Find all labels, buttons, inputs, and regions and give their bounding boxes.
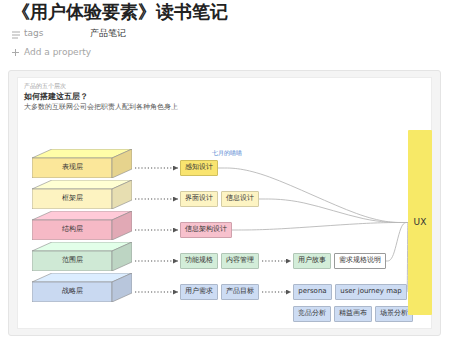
box-label: 信息设计 bbox=[226, 195, 254, 203]
ux-bar: UX bbox=[408, 130, 432, 315]
process-box: 产品目标 bbox=[221, 284, 259, 300]
dotted-arrow bbox=[262, 260, 291, 261]
process-box: 需求规格说明 bbox=[334, 253, 386, 269]
layer-face: 范围层 bbox=[32, 251, 112, 271]
layer-face: 表现层 bbox=[32, 158, 112, 178]
process-box: 用户需求 bbox=[180, 284, 218, 300]
process-box: user journey map bbox=[335, 284, 407, 300]
diagram-heading: 如何搭建这五层？ bbox=[24, 92, 88, 102]
layer-name: 范围层 bbox=[62, 257, 83, 265]
box-label: 用户需求 bbox=[185, 288, 213, 296]
layer-name: 战略层 bbox=[62, 288, 83, 296]
box-label: 竞品分析 bbox=[298, 310, 326, 318]
process-box: 界面设计 bbox=[180, 191, 218, 207]
dotted-arrow bbox=[262, 291, 291, 292]
layer-face: 框架层 bbox=[32, 189, 112, 209]
box-label: 场景分析 bbox=[380, 310, 408, 318]
layer-cuboid: 范围层 bbox=[32, 242, 132, 271]
ux-connector bbox=[232, 223, 408, 231]
process-box: 功能规格 bbox=[180, 253, 218, 269]
list-icon bbox=[12, 32, 20, 38]
layer-face: 战略层 bbox=[32, 282, 112, 302]
dotted-arrow bbox=[135, 167, 178, 168]
property-value: 产品笔记 bbox=[90, 28, 126, 39]
box-label: persona bbox=[298, 288, 326, 296]
box-label: 功能规格 bbox=[185, 257, 213, 265]
box-label: 界面设计 bbox=[185, 195, 213, 203]
box-label: 需求规格说明 bbox=[339, 257, 381, 265]
diagram-caption: 产品的五个层次 bbox=[24, 82, 66, 89]
page-title: 《用户体验要素》读书笔记 bbox=[12, 1, 228, 23]
property-name: tags bbox=[24, 28, 43, 39]
process-box: 竞品分析 bbox=[293, 306, 331, 322]
layer-cuboid: 结构层 bbox=[32, 211, 132, 240]
box-label: 感知设计 bbox=[185, 164, 213, 172]
process-box: persona bbox=[293, 284, 332, 300]
box-label: 内容管理 bbox=[226, 257, 254, 265]
watermark: 七月的喵喵 bbox=[212, 149, 242, 156]
box-label: 信息架构设计 bbox=[185, 226, 227, 234]
process-box: 信息设计 bbox=[221, 191, 259, 207]
layer-cuboid: 表现层 bbox=[32, 149, 132, 178]
process-box: 内容管理 bbox=[221, 253, 259, 269]
ux-connector bbox=[386, 223, 408, 262]
add-property: Add a property bbox=[24, 47, 91, 58]
box-label: user journey map bbox=[340, 288, 402, 296]
dotted-arrow bbox=[135, 260, 178, 261]
ux-label: UX bbox=[414, 218, 427, 228]
layer-name: 结构层 bbox=[62, 226, 83, 234]
layer-name: 框架层 bbox=[62, 195, 83, 203]
process-box: 精益画布 bbox=[334, 306, 372, 322]
process-box: 信息架构设计 bbox=[180, 222, 232, 238]
layer-cuboid: 战略层 bbox=[32, 273, 132, 302]
layer-face: 结构层 bbox=[32, 220, 112, 240]
dotted-arrow bbox=[135, 291, 178, 292]
dotted-arrow bbox=[135, 229, 178, 230]
plus-icon bbox=[12, 49, 19, 56]
process-box: 感知设计 bbox=[180, 160, 218, 176]
box-label: 产品目标 bbox=[226, 288, 254, 296]
ux-connector bbox=[259, 199, 408, 223]
layer-name: 表现层 bbox=[62, 164, 83, 172]
box-label: 用户故事 bbox=[298, 257, 326, 265]
ux-connector bbox=[218, 168, 408, 223]
diagram-subtitle: 大多数的互联网公司会把职责人配到各种角色身上 bbox=[24, 104, 178, 112]
process-box: 用户故事 bbox=[293, 253, 331, 269]
layer-cuboid: 框架层 bbox=[32, 180, 132, 209]
dotted-arrow bbox=[135, 198, 178, 199]
box-label: 精益画布 bbox=[339, 310, 367, 318]
